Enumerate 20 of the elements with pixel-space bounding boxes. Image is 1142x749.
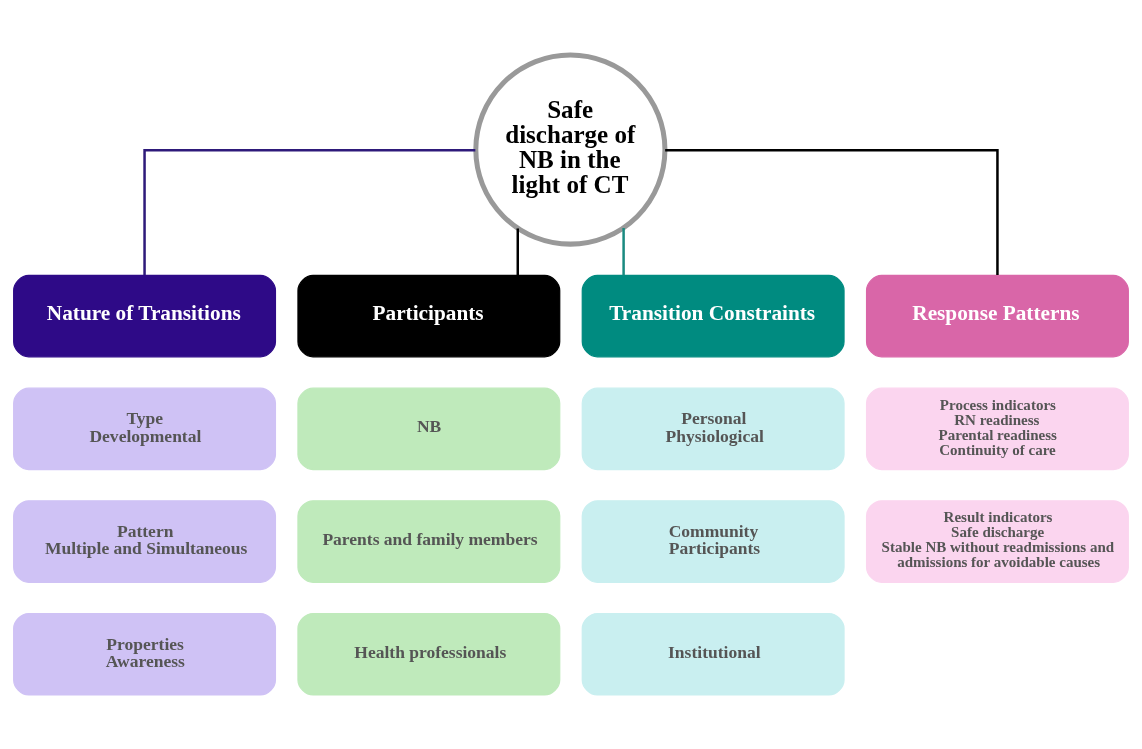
node-box: Nature of Transitions <box>13 274 277 357</box>
node-box: Institutional <box>581 612 845 696</box>
node-box: Response Patterns <box>865 274 1129 357</box>
node-box: Properties Awareness <box>13 612 277 696</box>
node-box: Personal Physiological <box>581 387 845 470</box>
node-box: Transition Constraints <box>581 274 845 357</box>
connector <box>622 227 625 275</box>
node-circle: Safe discharge of NB in the light of CT <box>473 52 668 247</box>
node-box: Parents and family members <box>297 499 561 583</box>
connector <box>665 148 999 275</box>
node-box: Participants <box>297 274 561 357</box>
connector <box>516 227 519 275</box>
node-box: NB <box>297 387 561 470</box>
connector <box>143 148 476 275</box>
node-box: Result indicators Safe discharge Stable NB without readmissions and admissions for avoidable causes <box>865 499 1129 583</box>
node-box: Process indicators RN readiness Parental readiness Continuity of care <box>865 387 1129 470</box>
node-box: Pattern Multiple and Simultaneous <box>13 499 277 583</box>
node-box: Health professionals <box>297 612 561 696</box>
node-box: Type Developmental <box>13 387 277 470</box>
node-box: Community Participants <box>581 499 845 583</box>
